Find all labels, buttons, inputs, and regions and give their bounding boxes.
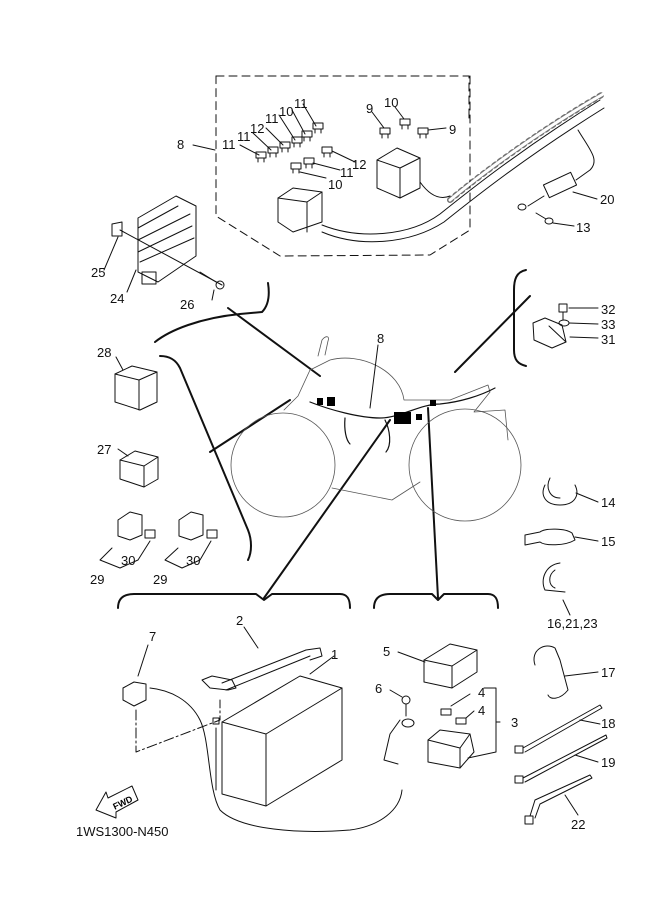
callout-3: 3 <box>511 715 519 730</box>
cable-tie-18 <box>514 704 603 754</box>
wire-harness <box>321 99 605 243</box>
callout-30: 30 <box>186 553 201 568</box>
callout-18: 18 <box>601 716 616 731</box>
callout-frames <box>117 269 531 609</box>
callout-20: 20 <box>600 192 615 207</box>
callout-26: 26 <box>180 297 195 312</box>
callout-29: 29 <box>90 572 105 587</box>
harness-wrap <box>447 90 608 203</box>
battery-1 <box>212 655 343 807</box>
fuse-set-left <box>255 122 333 174</box>
callout-9: 9 <box>366 101 374 116</box>
callout-28: 28 <box>97 345 112 360</box>
callout-25: 25 <box>91 265 106 280</box>
callout-11: 11 <box>265 111 279 126</box>
relay-28 <box>114 356 158 411</box>
callout-14: 14 <box>601 495 616 510</box>
callout-10: 10 <box>328 177 343 192</box>
forward-arrow-icon <box>95 785 139 819</box>
callout-9: 9 <box>449 122 457 137</box>
battery-cable-7 <box>122 644 403 832</box>
bolt-6 <box>383 689 415 765</box>
callout-29: 29 <box>153 572 168 587</box>
callout-11: 11 <box>237 129 251 144</box>
clamp-14 <box>542 477 599 506</box>
sensor-31 <box>532 303 599 349</box>
callout-2: 2 <box>236 613 244 628</box>
callout-31: 31 <box>601 332 616 347</box>
callout-1: 1 <box>331 647 339 662</box>
leader-8-bike <box>369 344 379 409</box>
bolt-13 <box>535 212 575 227</box>
callout-5: 5 <box>383 644 391 659</box>
callout-33: 33 <box>601 317 616 332</box>
callout-8-fuse-box: 8 <box>177 137 185 152</box>
relay-set-29b <box>164 511 218 569</box>
callout-27: 27 <box>97 442 112 457</box>
callout-10: 10 <box>384 95 399 110</box>
cable-tie-19 <box>514 734 608 784</box>
fuse-leaders-left <box>239 103 356 179</box>
callout-10: 10 <box>279 104 294 119</box>
fuse-set-right <box>371 106 447 139</box>
fuse-box-group-outline <box>192 75 471 257</box>
relay-cover-5 <box>397 643 478 689</box>
callout-24: 24 <box>110 291 125 306</box>
callout-30: 30 <box>121 553 136 568</box>
callout-11: 11 <box>222 137 236 152</box>
clamp-17 <box>533 645 599 699</box>
callout-19: 19 <box>601 755 616 770</box>
callout-7: 7 <box>149 629 157 644</box>
callout-32: 32 <box>601 302 616 317</box>
callout-17: 17 <box>601 665 616 680</box>
callout-13: 13 <box>576 220 591 235</box>
fuse-box-right <box>376 147 421 199</box>
relay-27 <box>117 448 159 488</box>
fuse-box-left <box>277 187 323 233</box>
fwd-label: FWD <box>111 794 134 812</box>
callout-6: 6 <box>375 681 383 696</box>
motorcycle-outline <box>230 336 522 522</box>
clamp-16-21-23 <box>542 562 571 616</box>
callout-11: 11 <box>294 96 308 111</box>
cable-tie-22 <box>524 774 593 825</box>
callout-16-21-23: 16,21,23 <box>547 616 598 631</box>
callout-4: 4 <box>478 685 486 700</box>
callout-22: 22 <box>571 817 586 832</box>
callout-15: 15 <box>601 534 616 549</box>
clamp-15 <box>524 528 599 546</box>
callout-11: 11 <box>340 165 354 180</box>
callout-8-bike: 8 <box>377 331 385 346</box>
battery-strap-2 <box>201 626 323 691</box>
starter-relay-3 <box>427 687 501 769</box>
rectifier-regulator-24 <box>103 195 225 301</box>
callout-12: 12 <box>352 157 367 172</box>
callout-4: 4 <box>478 703 486 718</box>
harness-connectors <box>317 397 436 424</box>
diagram-code: 1WS1300-N450 <box>76 824 169 839</box>
sensor-lead-20 <box>517 129 598 211</box>
relay-set-29a <box>99 511 156 569</box>
callout-12: 12 <box>250 121 265 136</box>
fuses-4 <box>440 693 475 725</box>
